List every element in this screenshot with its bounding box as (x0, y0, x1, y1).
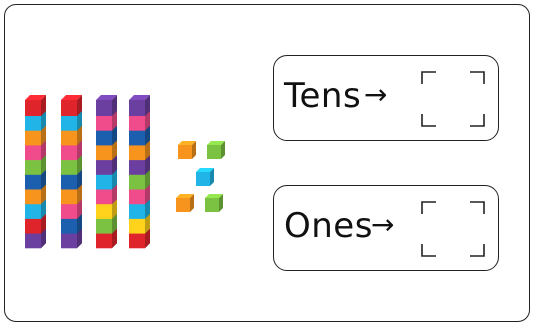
tens-answer-box[interactable] (420, 70, 486, 128)
one-cube (207, 141, 225, 159)
tens-rod (61, 95, 82, 249)
tens-rod (96, 95, 117, 249)
ones-answer-box[interactable] (420, 200, 486, 258)
unit-cube (61, 95, 82, 116)
tens-label: Tens (284, 76, 362, 116)
unit-cube (96, 95, 117, 116)
ones-label: Ones (284, 206, 373, 246)
one-cube (196, 168, 214, 186)
one-cube (176, 194, 194, 212)
ones-box: Ones → (273, 185, 499, 271)
ones-arrow: → (371, 208, 395, 241)
ones-cubes (176, 141, 225, 212)
one-cube (178, 141, 196, 159)
one-cube (205, 194, 223, 212)
tens-rod (129, 95, 150, 249)
unit-cube (25, 95, 46, 116)
tens-rods (25, 95, 150, 249)
tens-arrow: → (364, 78, 388, 111)
unit-cube (129, 95, 150, 116)
tens-rod (25, 95, 46, 249)
tens-box: Tens → (273, 55, 499, 141)
